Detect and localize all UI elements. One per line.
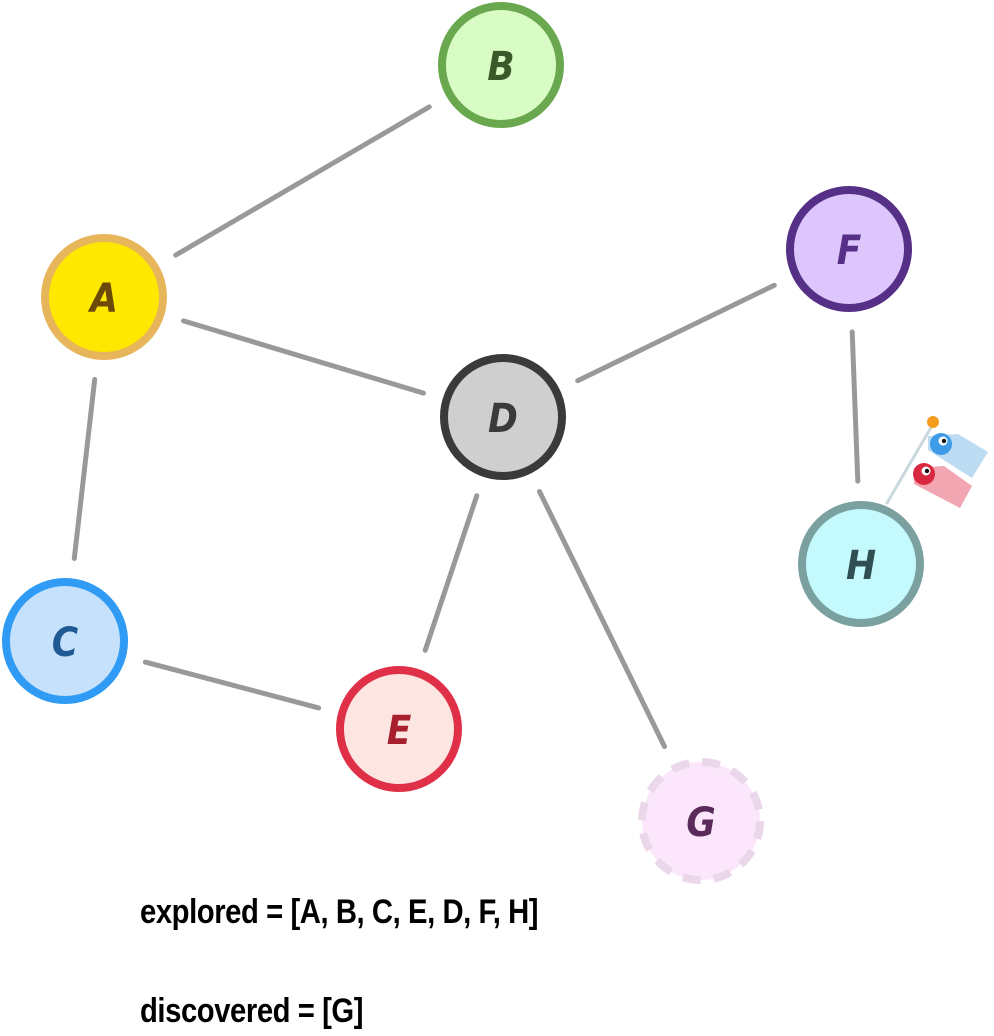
edges — [71, 104, 861, 749]
node-circle-b — [438, 2, 564, 128]
node-label-a: A — [87, 276, 118, 322]
edge-d-f — [575, 282, 777, 384]
node-d: D — [440, 354, 566, 480]
node-circle-e — [336, 666, 462, 792]
edge-f-h — [849, 329, 861, 484]
explored-list: explored = [A, B, C, E, D, F, H] — [140, 893, 539, 931]
node-circle-f — [786, 186, 912, 312]
node-label-d: D — [488, 396, 518, 442]
node-e: E — [336, 666, 462, 792]
discovered-list: discovered = [G] — [140, 992, 364, 1030]
edge-a-d — [181, 318, 426, 396]
node-label-e: E — [387, 708, 412, 754]
node-label-g: G — [686, 800, 716, 846]
edge-a-c — [71, 377, 98, 561]
edge-d-g — [537, 489, 667, 749]
node-circle-a — [41, 234, 167, 360]
nodes: A B C D E F G H — [2, 2, 924, 884]
node-h: H — [798, 501, 924, 627]
node-c: C — [2, 578, 128, 704]
node-circle-h — [798, 501, 924, 627]
edge-a-b — [173, 104, 432, 258]
node-circle-c — [2, 578, 128, 704]
node-b: B — [438, 2, 564, 128]
node-label-c: C — [52, 620, 79, 666]
flag-icon — [885, 416, 988, 508]
node-circle-d — [440, 354, 566, 480]
node-label-h: H — [846, 543, 876, 589]
edge-d-e — [422, 493, 480, 653]
node-label-f: F — [837, 228, 862, 274]
node-circle-g — [638, 758, 764, 884]
node-f: F — [786, 186, 912, 312]
node-a: A — [41, 234, 167, 360]
node-label-b: B — [487, 44, 514, 90]
edge-c-e — [142, 659, 322, 711]
node-g: G — [638, 758, 764, 884]
